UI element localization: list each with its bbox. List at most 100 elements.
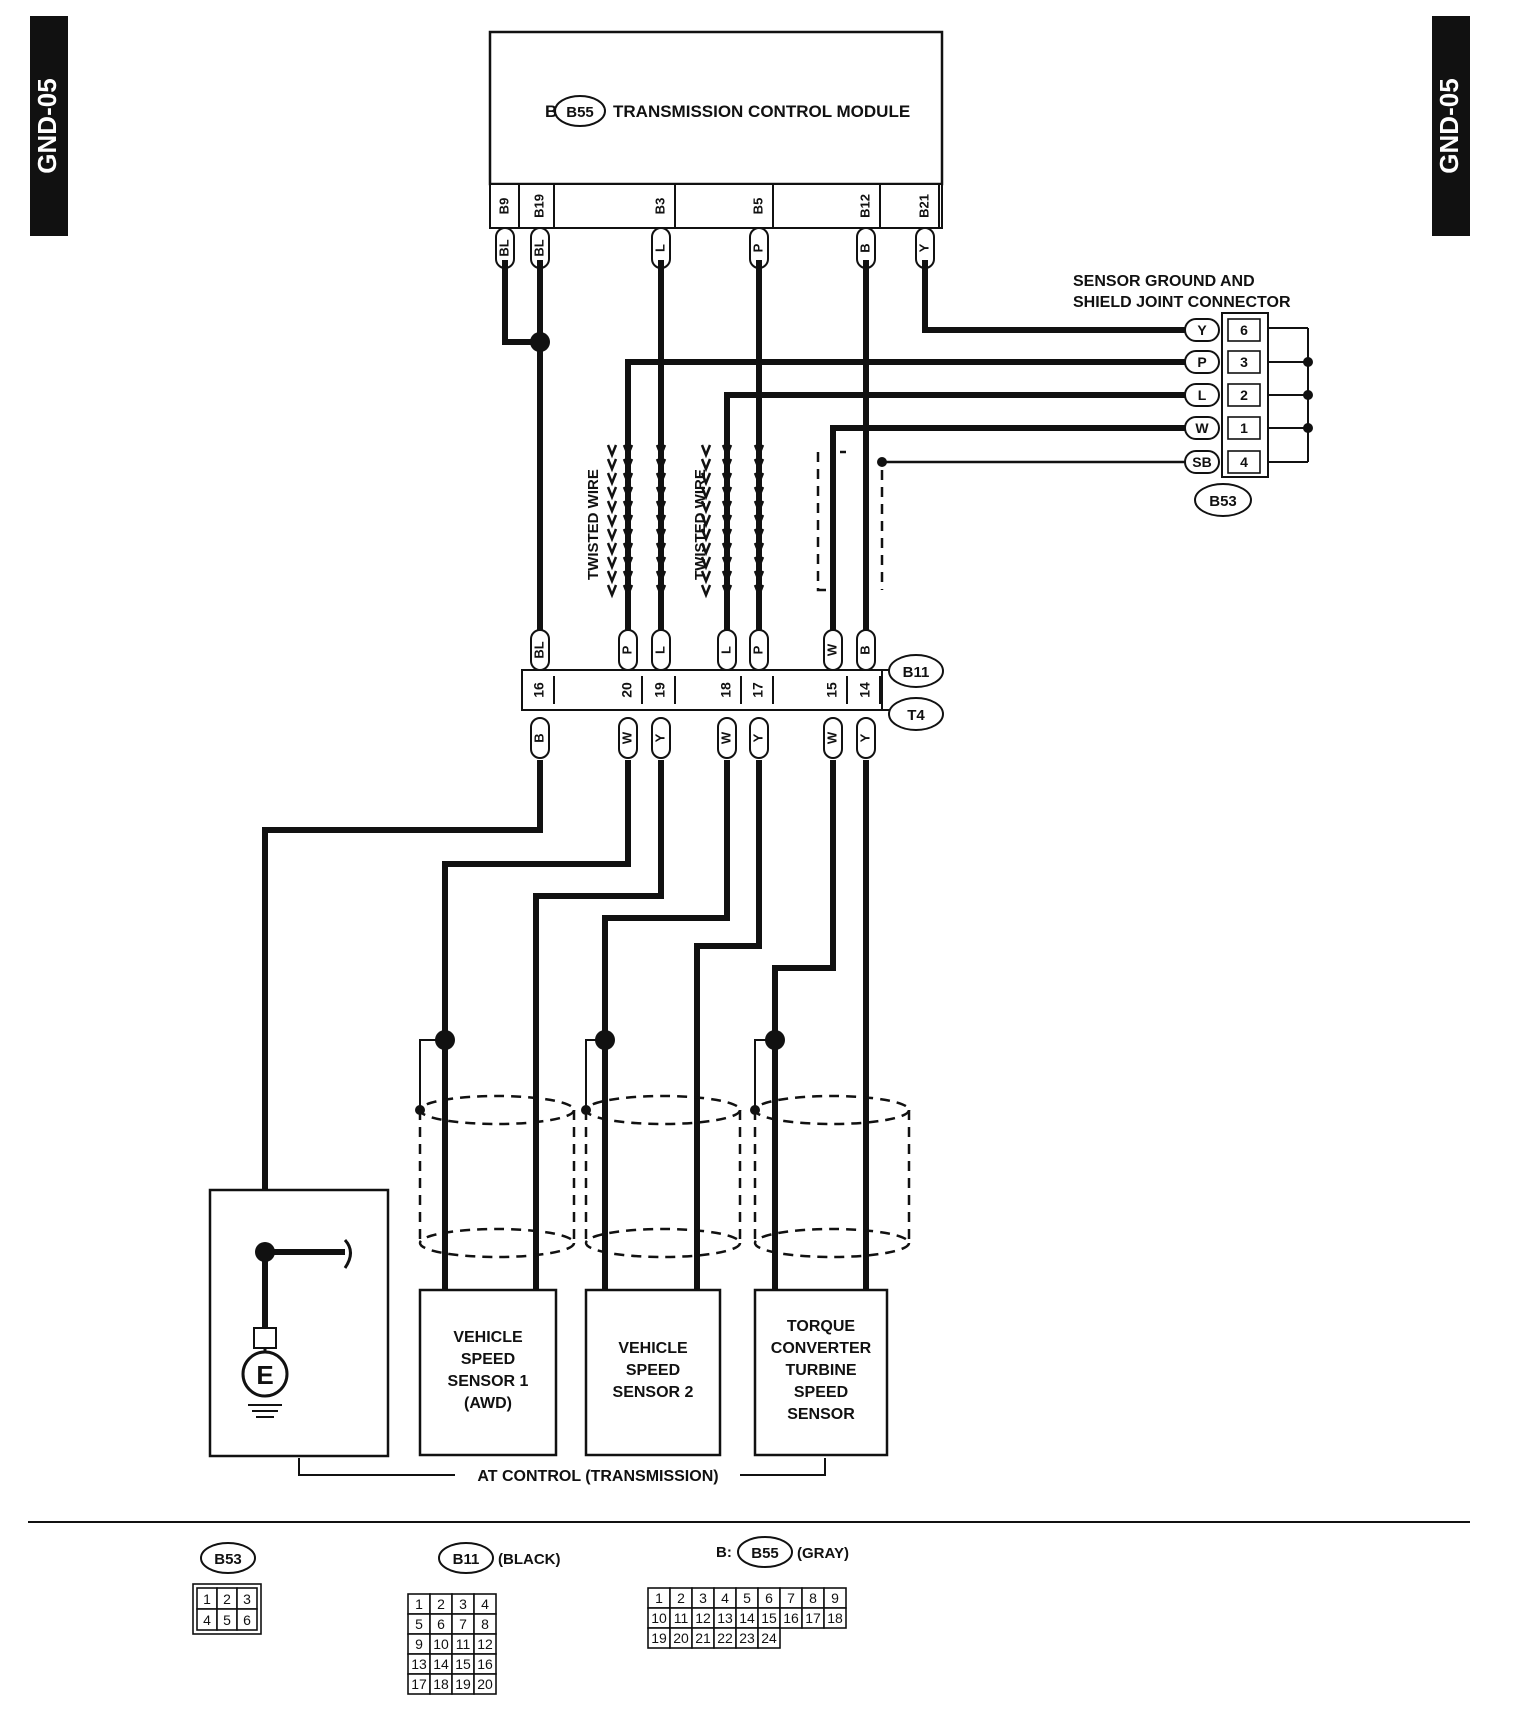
junction-top-color-pill	[856, 629, 876, 671]
twist-mark	[753, 584, 765, 599]
sensor-label-line: SENSOR 2	[613, 1384, 694, 1401]
sensor-label-line: VEHICLE	[453, 1329, 523, 1346]
legend-b11-pin: 1	[415, 1596, 423, 1612]
joint-pin-cell	[1227, 350, 1261, 374]
sensor-label-line: TURBINE	[785, 1362, 856, 1379]
joint-pin-label: 4	[1240, 454, 1248, 470]
joint-pin-cell	[1227, 318, 1261, 342]
side-tab-right-label: GND-05	[1434, 78, 1464, 173]
twist-mark	[606, 570, 618, 585]
twist-mark	[753, 486, 765, 501]
module-wire-color: Y	[916, 243, 931, 252]
ground-box: E	[208, 1188, 390, 1458]
legend-b55-pin: 9	[831, 1590, 839, 1606]
legend-b55-note: (GRAY)	[797, 1545, 849, 1562]
legend-b55-pin: 5	[743, 1590, 751, 1606]
junction-top-color-pill	[749, 629, 769, 671]
sensor-label-line: SPEED	[794, 1384, 848, 1401]
sensor-ground-joint-connector: SENSOR GROUND AND SHIELD JOINT CONNECTOR…	[1073, 273, 1313, 517]
legend-b55-pin: 11	[674, 1610, 689, 1626]
module-pin-label: B3	[652, 198, 667, 215]
junction-pin-label: 17	[750, 682, 766, 698]
legend-b11-pin: 7	[459, 1616, 467, 1632]
twist-mark	[721, 556, 733, 571]
twist-mark	[753, 472, 765, 487]
twist-mark	[622, 528, 634, 543]
twist-mark	[655, 500, 667, 515]
module-connector-badge: B55	[566, 104, 594, 121]
twist-mark	[700, 486, 712, 501]
twist-mark	[622, 472, 634, 487]
legend-b11-pin: 11	[456, 1636, 471, 1652]
twist-mark	[622, 458, 634, 473]
legend-b55-pin: 13	[717, 1610, 733, 1626]
twist-mark	[700, 514, 712, 529]
legend-b11-pin: 18	[433, 1676, 449, 1692]
junction-bottom-color: B	[531, 733, 546, 742]
ground-symbol: E	[256, 1360, 273, 1390]
junction-bottom-color-pill	[530, 717, 550, 759]
twist-mark	[655, 458, 667, 473]
legend-b55-pin: 14	[739, 1610, 755, 1626]
joint-pin-cell	[1227, 416, 1261, 440]
twist-mark	[700, 444, 712, 459]
module-wire-color: BL	[496, 239, 511, 256]
legend-b53-pin: 5	[223, 1612, 231, 1628]
twist-mark	[655, 444, 667, 459]
junction-bottom-color: Y	[857, 733, 872, 742]
junction-top-color-pill	[530, 629, 550, 671]
junction-bottom-color-pill	[856, 717, 876, 759]
junction-pin-label: 20	[619, 682, 635, 698]
legend-b53-pin: 4	[203, 1612, 211, 1628]
twist-mark	[606, 514, 618, 529]
junction-top-color: B	[857, 645, 872, 654]
legend-b11-cell	[473, 1673, 497, 1695]
legend-b55-pin: 19	[651, 1630, 667, 1646]
joint-pin-label: 1	[1240, 420, 1248, 436]
twist-mark	[700, 556, 712, 571]
twist-mark	[721, 500, 733, 515]
junction-top-color: L	[718, 646, 733, 654]
twist-mark	[700, 458, 712, 473]
twist-mark	[721, 514, 733, 529]
twist-mark	[753, 528, 765, 543]
module-pin-label: B21	[916, 194, 931, 218]
legend-b11-note: (BLACK)	[498, 1551, 560, 1568]
twist-mark	[655, 570, 667, 585]
legend-b11-pin: 19	[455, 1676, 471, 1692]
legend-b11-pin: 6	[437, 1616, 445, 1632]
joint-pin-label: 2	[1240, 387, 1248, 403]
wires-lower	[262, 760, 869, 1290]
legend-b55-pin: 3	[699, 1590, 707, 1606]
twist-mark	[655, 528, 667, 543]
twist-mark	[753, 500, 765, 515]
legend-b55-pin: 8	[809, 1590, 817, 1606]
joint-title-line1: SENSOR GROUND AND	[1073, 273, 1255, 290]
legend-b55-pin: 1	[655, 1590, 663, 1606]
legend-b55-pin: 4	[721, 1590, 729, 1606]
legend-b11-pin: 14	[433, 1656, 449, 1672]
joint-color-label: SB	[1192, 454, 1211, 470]
twisted-wire-label-1: TWISTED WIRE	[585, 469, 602, 580]
legend-b11-pin: 9	[415, 1636, 423, 1652]
junction-top-color-pill	[618, 629, 638, 671]
legend-b55-pin: 6	[765, 1590, 773, 1606]
transmission-control-module: B: B55 TRANSMISSION CONTROL MODULE B9BLB…	[488, 30, 944, 269]
junction-top-color: L	[652, 646, 667, 654]
junction-bottom-color-pill	[651, 717, 671, 759]
legend-b53-pin: 3	[243, 1591, 251, 1607]
legend-b55-pin: 16	[783, 1610, 799, 1626]
twist-mark	[753, 570, 765, 585]
joint-color-label: Y	[1197, 322, 1207, 338]
junction-bottom-color-pill	[823, 717, 843, 759]
joint-color-label: W	[1195, 420, 1209, 436]
twist-mark	[753, 556, 765, 571]
joint-connector-badge: B53	[1209, 493, 1237, 510]
junction-bottom-color: W	[619, 731, 634, 744]
twist-mark	[622, 542, 634, 557]
wires-upper	[502, 260, 1185, 642]
joint-title-line2: SHIELD JOINT CONNECTOR	[1073, 294, 1291, 311]
